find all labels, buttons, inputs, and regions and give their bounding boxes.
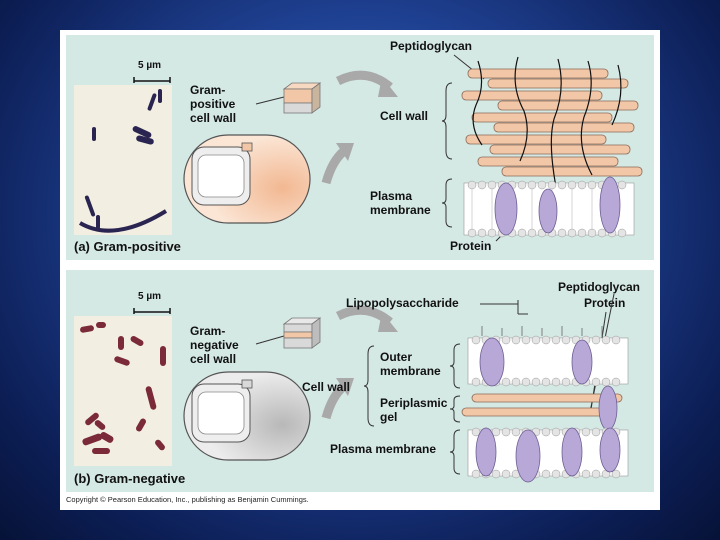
gram-positive-title-line-2: positive [190, 97, 236, 111]
outer-membrane-bracket [449, 343, 461, 389]
gram-negative-arrows [321, 305, 398, 420]
gram-positive-title-line-1: Gram- [190, 83, 226, 97]
gram-positive-arrows [321, 70, 398, 185]
outer-membrane-line-1: Outer [380, 350, 413, 364]
gram-negative-micrograph [74, 316, 172, 466]
gram-positive-panel: 5 µm Gram- positive cell wall [66, 35, 654, 260]
gram-positive-wall-structure [461, 56, 643, 238]
gram-negative-plasma-membrane-label: Plasma membrane [330, 442, 437, 456]
gram-negative-wall-cube [255, 317, 322, 349]
periplasmic-gel-line-1: Periplasmic [380, 396, 448, 410]
gram-negative-wall-structure [461, 326, 629, 483]
gram-positive-micrograph [74, 85, 172, 235]
gram-positive-scale-label: 5 µm [138, 60, 161, 71]
periplasmic-gel-bracket [449, 395, 461, 423]
gram-negative-cell [183, 371, 311, 461]
gram-positive-wall-cube [255, 82, 322, 114]
gram-positive-cell-wall-label: Cell wall [380, 109, 429, 123]
gram-negative-protein-label: Protein [584, 296, 626, 310]
plasma-membrane-bracket [449, 429, 461, 475]
gram-positive-plasma-line-1: Plasma [370, 189, 413, 203]
gram-positive-plasma-line-2: membrane [370, 203, 431, 217]
gram-negative-title-line-1: Gram- [190, 324, 226, 338]
gram-negative-title-line-3: cell wall [190, 352, 237, 366]
gram-positive-plasma-bracket [441, 178, 453, 228]
gram-negative-cell-wall-label: Cell wall [302, 380, 351, 394]
gram-positive-cell-wall-bracket [441, 82, 453, 160]
gram-negative-peptidoglycan-label: Peptidoglycan [558, 280, 641, 294]
gram-positive-protein-label: Protein [450, 239, 492, 253]
gram-negative-scale-bar [133, 308, 171, 314]
gram-negative-panel: 5 µm Gram- negative cell wall [66, 270, 654, 492]
gram-negative-cell-wall-brace [363, 345, 375, 427]
periplasmic-gel-line-2: gel [380, 410, 398, 424]
slide-frame: 5 µm Gram- positive cell wall [60, 30, 660, 510]
gram-positive-title-line-3: cell wall [190, 111, 237, 125]
gram-negative-title-line-2: negative [190, 338, 239, 352]
gram-negative-scale-label: 5 µm [138, 291, 161, 302]
gram-positive-peptidoglycan-label: Peptidoglycan [390, 39, 473, 53]
gram-positive-cell [183, 134, 311, 224]
gram-positive-scale-bar [133, 77, 171, 83]
copyright-text: Copyright © Pearson Education, Inc., pub… [66, 495, 309, 504]
gram-negative-caption: (b) Gram-negative [74, 471, 186, 486]
lipopolysaccharide-pointer [480, 300, 528, 315]
lipopolysaccharide-label: Lipopolysaccharide [346, 296, 459, 310]
gram-positive-caption: (a) Gram-positive [74, 239, 181, 254]
outer-membrane-line-2: membrane [380, 364, 441, 378]
